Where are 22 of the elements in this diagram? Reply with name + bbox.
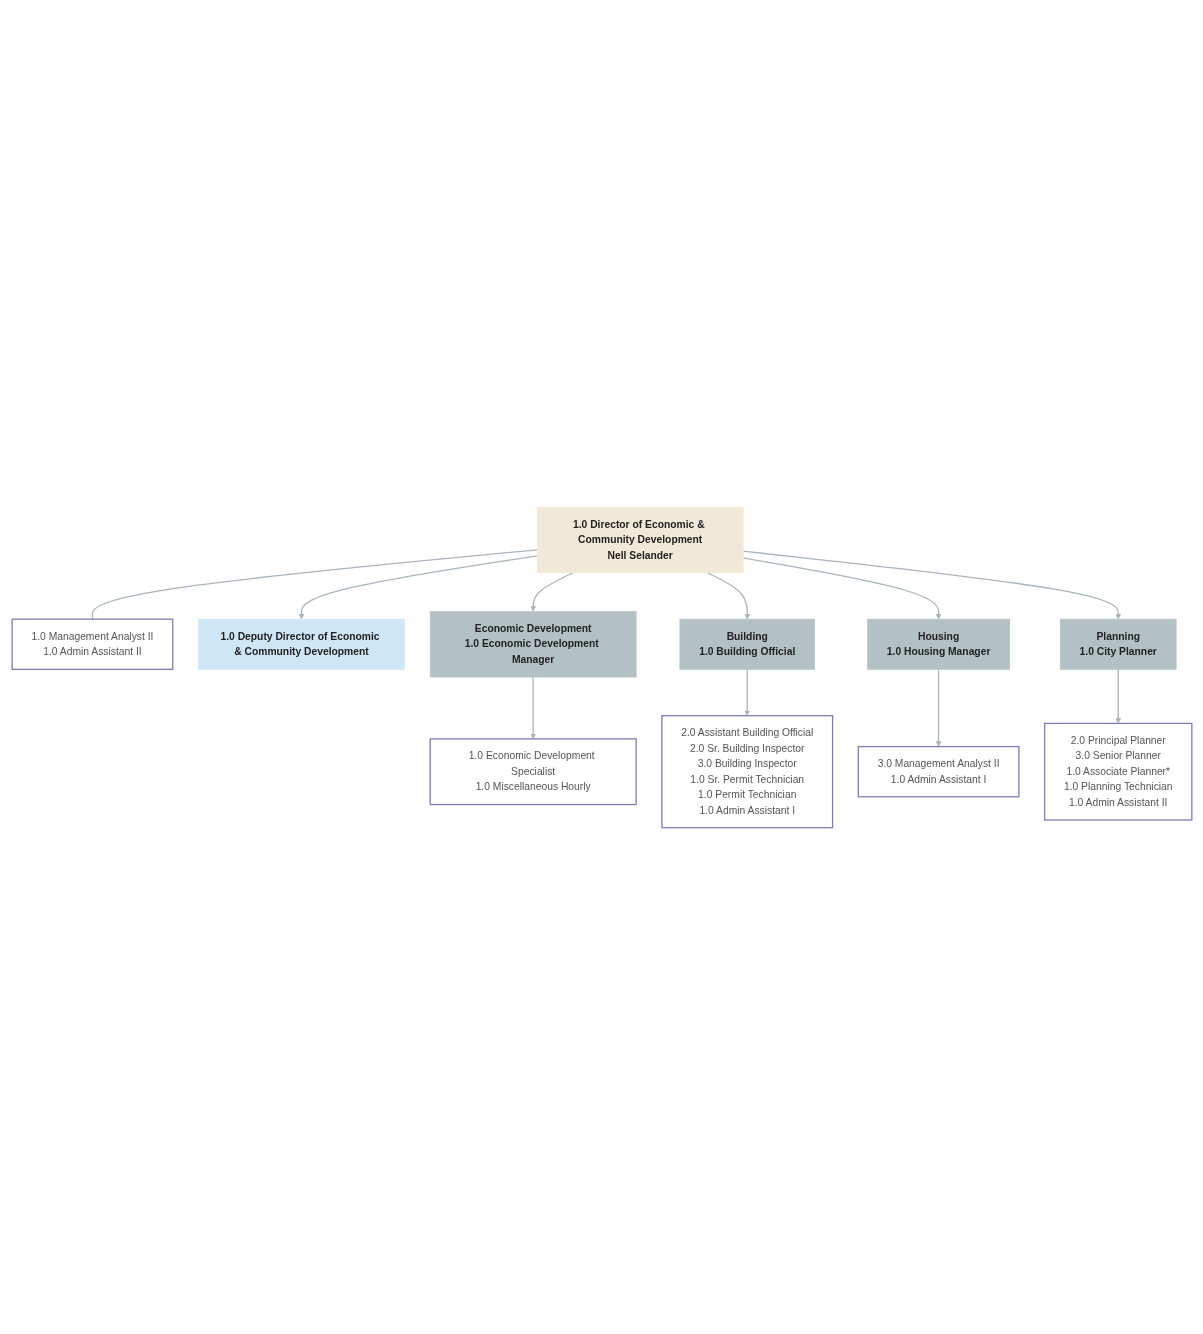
node-box (536, 506, 743, 573)
node-box (11, 618, 173, 670)
node-box (660, 714, 833, 828)
node-box (1059, 618, 1176, 670)
node-box (1043, 722, 1192, 821)
node-box (679, 618, 815, 670)
node-box (857, 745, 1020, 798)
arrow (743, 668, 750, 716)
arrow (529, 676, 536, 739)
node-box (429, 737, 637, 805)
org-chart: 1.0 Director of Economic & Community Development Nell Selander 1.0 Management Analyst II 1.0 Admin Assistant II 1.0 Deputy Director of Economic & Community Development Economic Development 1.0 Economic Development Manager Building 1.0 Building Official Housing 1.0 Housing Manager Planning 1.0 City Planner 1.0 Economic Development Specialist 1.0 Miscellaneous Hourly 2.0 Assistant Building Official 2.0 Sr. Building Inspector 3.0 Building Inspector 1.0 Sr. Permit Technician 1.0 Permit Technician 1.0 Admin Assistant I 3.0 Management Analyst II 1.0 Admin Assistant I 2.0 Principal Planner 3.0 Senior Planner 1.0 Associate Planner* 1.0 Planning Technician 1.0 Admin Assistant II (6, 501, 1197, 833)
arrow (742, 556, 941, 619)
node-box (866, 618, 1010, 670)
arrow (529, 571, 573, 612)
connector (91, 548, 538, 620)
arrow (935, 668, 941, 747)
node-box (429, 610, 636, 677)
arrow (706, 571, 750, 619)
node-box (197, 618, 405, 670)
arrow (742, 550, 1121, 619)
arrow (298, 554, 538, 619)
arrow (1114, 668, 1121, 724)
